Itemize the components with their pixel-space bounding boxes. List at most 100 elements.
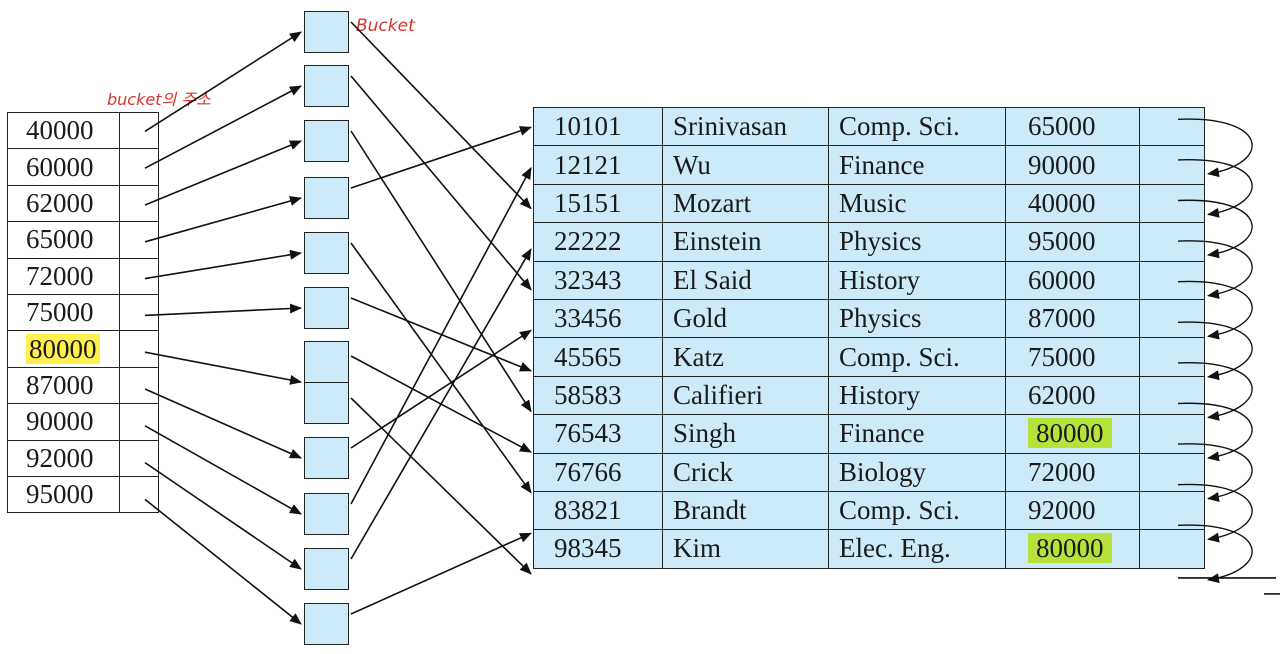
- record-name: Katz: [673, 341, 724, 372]
- record-id: 33456: [554, 303, 622, 334]
- bucket: [304, 603, 349, 645]
- record-pointer-cell: [1139, 222, 1205, 262]
- record-dept: History: [839, 264, 920, 295]
- record-salary: 95000: [1028, 226, 1096, 257]
- bucket: [304, 548, 349, 590]
- record-name-cell: Wu: [662, 145, 829, 185]
- index-to-bucket-arrow: [144, 461, 302, 570]
- index-key: 90000: [26, 406, 94, 437]
- bucket-pointer-cell: [119, 403, 159, 441]
- bucket-pointer-cell: [119, 293, 159, 332]
- index-key-cell: 75000: [7, 293, 120, 332]
- bucket-pointer-cell: [119, 475, 159, 514]
- index-row: 75000: [7, 293, 159, 332]
- record-dept-cell: Comp. Sci.: [828, 490, 1006, 531]
- record-id: 15151: [554, 187, 622, 218]
- record-id-cell: 58583: [533, 375, 663, 416]
- record-id-cell: 98345: [533, 529, 663, 569]
- record-name: Singh: [673, 418, 737, 449]
- index-key: 60000: [26, 151, 94, 182]
- bucket-to-record-arrow: [350, 248, 532, 560]
- record-salary: 87000: [1028, 303, 1096, 334]
- record-salary: 75000: [1028, 341, 1096, 372]
- record-pointer-cell: [1139, 145, 1205, 185]
- record-dept-cell: Comp. Sci.: [828, 106, 1006, 147]
- record-name: Crick: [673, 456, 733, 487]
- record-chain-arrow: [1177, 280, 1253, 340]
- index-key: 65000: [26, 224, 94, 255]
- record-chain-arrow: [1177, 483, 1253, 543]
- record-name-cell: Mozart: [662, 183, 829, 224]
- bucket-to-record-arrow: [350, 167, 532, 505]
- index-row: 60000: [7, 148, 159, 186]
- record-salary-cell: 72000: [1005, 452, 1140, 492]
- index-key: 72000: [26, 260, 94, 291]
- bucket-pointer-cell: [119, 111, 159, 150]
- bucket: [304, 287, 349, 329]
- record-id-cell: 12121: [533, 145, 663, 185]
- record-id: 10101: [554, 111, 622, 142]
- record-salary-cell: 40000: [1005, 183, 1140, 224]
- bucket: [304, 65, 349, 107]
- record-dept: Elec. Eng.: [839, 533, 951, 564]
- bucket-address-annotation: bucket의 주소: [107, 90, 211, 109]
- record-salary-cell: 80000: [1005, 529, 1140, 569]
- index-key-cell: 92000: [7, 439, 120, 477]
- record-dept: Biology: [839, 456, 927, 487]
- record-chain-arrow: [1177, 362, 1253, 421]
- record-pointer-cell: [1139, 260, 1205, 300]
- record-name: Califieri: [673, 379, 763, 410]
- index-row: 95000: [7, 475, 159, 514]
- record-salary-cell: 87000: [1005, 298, 1140, 339]
- record-salary: 80000: [1028, 533, 1112, 564]
- record-salary: 40000: [1028, 187, 1096, 218]
- record-salary-cell: 75000: [1005, 337, 1140, 377]
- record-name: Einstein: [673, 226, 762, 257]
- record-salary: 62000: [1028, 379, 1096, 410]
- record-name: Brandt: [673, 495, 747, 526]
- record-chain-arrow: [1177, 402, 1253, 462]
- index-row: 72000: [7, 257, 159, 295]
- record-name: Srinivasan: [673, 111, 787, 142]
- index-row: 80000: [7, 330, 159, 368]
- record-name-cell: El Said: [662, 260, 829, 300]
- index-to-bucket-arrow: [144, 303, 302, 317]
- record-salary-cell: 80000: [1005, 414, 1140, 454]
- index-to-bucket-arrow: [144, 196, 302, 243]
- record-name-cell: Einstein: [662, 222, 829, 262]
- record-id: 76543: [554, 418, 622, 449]
- index-key: 92000: [26, 442, 94, 473]
- record-dept: Physics: [839, 226, 922, 257]
- record-dept: History: [839, 379, 920, 410]
- record-dept: Physics: [839, 303, 922, 334]
- bucket-overflow-divider: [304, 382, 349, 383]
- record-name: Mozart: [673, 187, 751, 218]
- index-to-bucket-arrow: [144, 498, 302, 625]
- record-dept: Comp. Sci.: [839, 341, 960, 372]
- bucket: [304, 11, 349, 53]
- record-name-cell: Srinivasan: [662, 106, 829, 147]
- file-record: 76766 Crick Biology 72000: [533, 452, 1205, 492]
- index-to-bucket-arrow: [144, 351, 302, 385]
- index-row: 90000: [7, 403, 159, 441]
- record-id: 76766: [554, 456, 622, 487]
- bucket-to-record-arrow: [350, 532, 532, 615]
- record-name: Gold: [673, 303, 727, 334]
- record-dept-cell: Physics: [828, 222, 1006, 262]
- bucket: [304, 493, 349, 535]
- bucket: [304, 177, 349, 219]
- record-dept: Comp. Sci.: [839, 495, 960, 526]
- bucket-to-record-arrow: [350, 242, 532, 494]
- bucket-to-record-arrow: [350, 397, 532, 575]
- index-row: 87000: [7, 366, 159, 405]
- record-dept-cell: Finance: [828, 145, 1006, 185]
- record-id: 12121: [554, 149, 622, 180]
- index-to-bucket-arrow: [144, 85, 302, 169]
- record-chain-arrow: [1177, 199, 1253, 259]
- bucket: [304, 120, 349, 162]
